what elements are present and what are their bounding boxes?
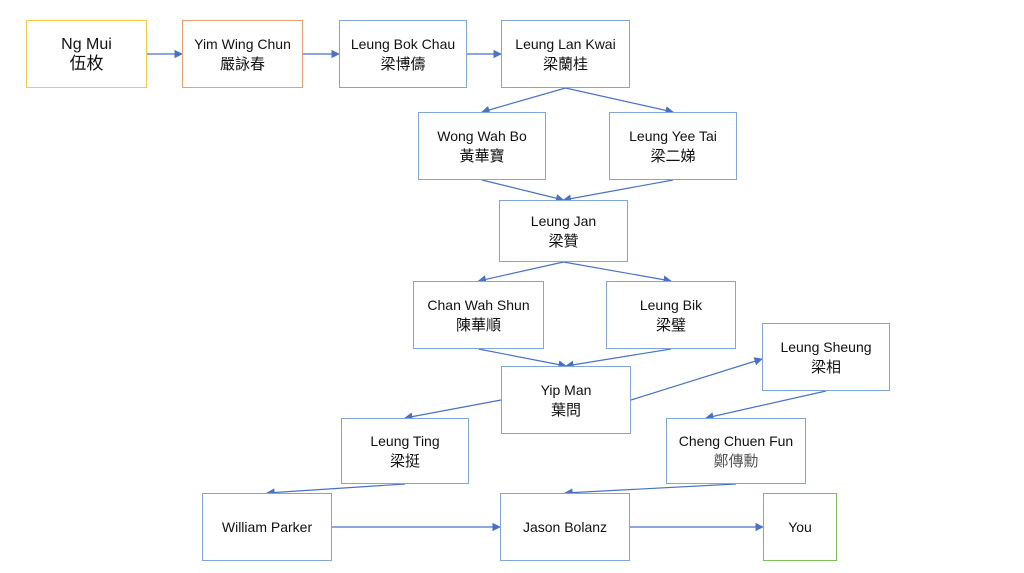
- lineage-node-leungbokchau: Leung Bok Chau 梁博儔: [339, 20, 467, 88]
- node-name-chinese: 梁二娣: [650, 146, 696, 165]
- arrow-chanwahshun-to-yipman: [478, 348, 567, 369]
- arrow-wongwahbo-to-leungjan: [481, 179, 565, 203]
- node-name-chinese: 梁蘭桂: [542, 54, 588, 73]
- node-name-english: Leung Sheung: [780, 338, 872, 355]
- node-name-english: Leung Yee Tai: [629, 127, 717, 144]
- lineage-node-leungting: Leung Ting 梁挺: [341, 418, 469, 484]
- node-name-chinese: 鄭傳勳: [713, 451, 759, 470]
- node-name-english: Leung Lan Kwai: [515, 35, 616, 52]
- node-name-english: Leung Jan: [530, 212, 597, 229]
- lineage-node-williamparker: William Parker: [202, 493, 332, 561]
- node-name-chinese: 黃華寶: [459, 146, 505, 165]
- lineage-node-leungsheung: Leung Sheung 梁相: [762, 323, 890, 391]
- node-name-chinese: 梁博儔: [380, 54, 426, 73]
- node-name-chinese: 梁贊: [548, 231, 579, 250]
- lineage-node-you: You: [763, 493, 837, 561]
- lineage-node-chengchuenfun: Cheng Chuen Fun 鄭傳勳: [666, 418, 806, 484]
- node-name-chinese: 梁相: [810, 357, 841, 376]
- node-name-chinese: 伍枚: [69, 53, 104, 74]
- node-name-english: Leung Bok Chau: [350, 35, 456, 52]
- node-name-english: Chan Wah Shun: [427, 296, 530, 313]
- lineage-node-jasonbolanz: Jason Bolanz: [500, 493, 630, 561]
- node-name-chinese: 嚴詠春: [219, 54, 265, 73]
- node-name-english: Cheng Chuen Fun: [678, 432, 794, 449]
- arrow-yipman-to-leungsheung: [630, 357, 763, 401]
- node-name-english: William Parker: [221, 518, 313, 535]
- node-name-english: Wong Wah Bo: [437, 127, 527, 144]
- arrow-leungting-to-williamparker: [266, 483, 406, 497]
- node-name-english: Yim Wing Chun: [194, 35, 291, 52]
- node-name-english: Leung Ting: [370, 432, 440, 449]
- arrow-leungsheung-to-chengchuenfun: [705, 390, 827, 421]
- lineage-node-leunglankwai: Leung Lan Kwai 梁蘭桂: [501, 20, 630, 88]
- arrow-leungjan-to-leungbik: [563, 261, 672, 284]
- node-name-english: Leung Bik: [639, 296, 703, 313]
- node-name-english: Yip Man: [540, 381, 592, 398]
- node-name-chinese: 梁挺: [389, 451, 420, 470]
- arrow-leungjan-to-chanwahshun: [477, 261, 564, 284]
- node-name-english: Ng Mui: [61, 35, 112, 53]
- arrow-leunglankwai-to-wongwahbo: [481, 87, 566, 114]
- arrow-yipman-to-leungting: [404, 399, 502, 421]
- node-name-chinese: 陳華順: [455, 315, 501, 334]
- lineage-node-yipman: Yip Man 葉問: [501, 366, 631, 434]
- node-name-english: Jason Bolanz: [522, 518, 608, 535]
- lineage-node-leungbik: Leung Bik 梁璧: [606, 281, 736, 349]
- node-name-chinese: 梁璧: [655, 315, 686, 334]
- lineage-node-wongwahbo: Wong Wah Bo 黃華寶: [418, 112, 546, 180]
- node-name-chinese: 葉問: [550, 400, 581, 419]
- lineage-node-chanwahshun: Chan Wah Shun 陳華順: [413, 281, 544, 349]
- lineage-node-yimwingchun: Yim Wing Chun 嚴詠春: [182, 20, 303, 88]
- arrow-chengchuenfun-to-jasonbolanz: [564, 483, 737, 497]
- arrow-leungbik-to-yipman: [565, 348, 672, 369]
- arrow-leungyeetai-to-leungjan: [562, 179, 674, 203]
- lineage-node-leungyeetai: Leung Yee Tai 梁二娣: [609, 112, 737, 180]
- arrow-leunglankwai-to-leungyeetai: [565, 87, 674, 115]
- lineage-node-leungjan: Leung Jan 梁贊: [499, 200, 628, 262]
- node-name-english: You: [788, 518, 812, 535]
